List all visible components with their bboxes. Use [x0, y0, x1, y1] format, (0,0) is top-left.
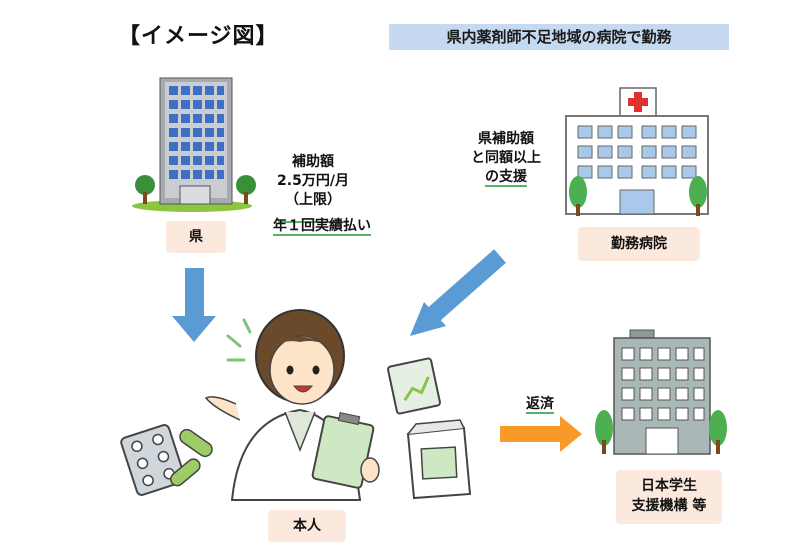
subsidy-line2: 2.5万円/月 [277, 173, 349, 189]
hospital-support-line1: 県補助額 [478, 131, 534, 147]
subsidy-note: 補助額 2.5万円/月 （上限） [268, 153, 358, 229]
organization-building-icon [595, 329, 727, 455]
hospital-support-line2: と同額以上 [471, 150, 541, 166]
condition-banner: 県内薬剤師不足地域の病院で勤務 [389, 24, 729, 50]
payment-note: 年１回実績払い [262, 217, 382, 236]
arrow-repayment [500, 416, 582, 452]
repay-note: 返済 [520, 395, 560, 414]
pharmacist-illustration [204, 309, 380, 501]
repay-text: 返済 [526, 396, 554, 414]
medicine-bag-icon [406, 419, 472, 500]
page-title: 【イメージ図】 [118, 24, 279, 49]
node-hospital: 勤務病院 [578, 227, 700, 261]
arrow-prefecture-to-self [172, 268, 216, 342]
node-jasso: 日本学生 支援機構 等 [616, 470, 722, 524]
node-jasso-line1: 日本学生 [641, 478, 697, 494]
hospital-icon [565, 87, 709, 216]
node-jasso-line2: 支援機構 等 [631, 498, 707, 514]
payment-text: 年１回実績払い [273, 218, 371, 236]
medicine-packet-icon [387, 357, 441, 415]
prefecture-building-icon [132, 77, 256, 212]
subsidy-line1: 補助額 [292, 154, 334, 170]
node-prefecture: 県 [166, 221, 226, 253]
hospital-support-note: 県補助額 と同額以上 の支援 [456, 130, 556, 187]
node-self: 本人 [268, 510, 346, 542]
subsidy-line3: （上限） [285, 192, 341, 208]
hospital-support-line3: の支援 [485, 169, 527, 187]
pill-pack-icon [120, 424, 213, 496]
subsidy-underline [278, 221, 348, 223]
arrow-hospital-to-self [410, 249, 506, 336]
